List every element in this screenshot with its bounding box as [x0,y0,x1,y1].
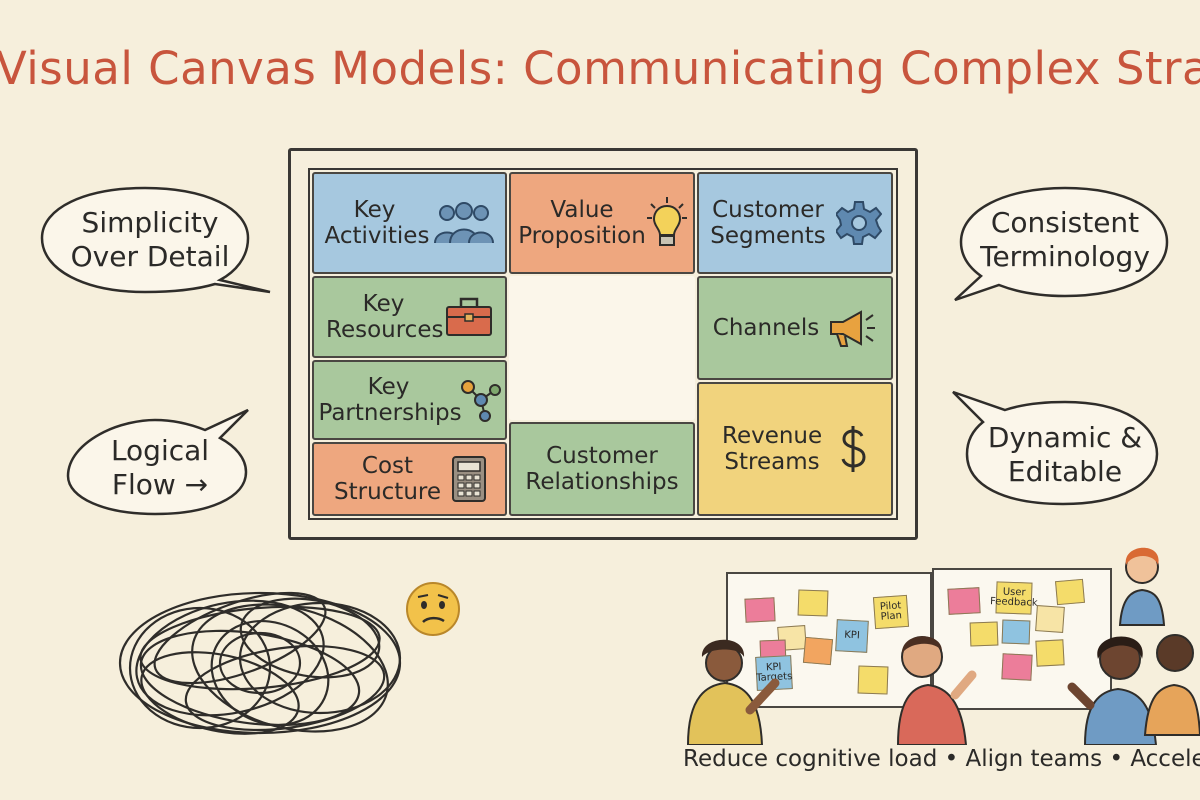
speech-bubble-shape [40,186,271,294]
person-middle [896,636,977,746]
bubble-dynamic-text: Dynamic & Editable [987,421,1143,488]
speech-bubble-shape [952,390,1159,506]
bubble-consistent: Consistent Terminology [945,180,1175,305]
cell-channels: Channels [697,276,893,380]
speech-bubble-shape [954,186,1169,302]
cell-value-proposition-label: Value Proposition [518,196,646,249]
person-top-right [1118,547,1166,626]
scribble-icon [110,578,420,748]
cell-key-activities-label: Key Activities [324,196,430,249]
cell-center-empty [509,276,695,420]
calculator-icon [451,455,487,503]
person-left [686,639,780,746]
canvas-board-grid [308,168,898,520]
cell-cost-structure-label: Cost Structure [334,452,441,505]
bubble-simplicity-text: Simplicity Over Detail [70,206,230,273]
cell-key-partnerships: Key Partnerships [312,360,507,440]
cell-customer-segments: Customer Segments [697,172,893,274]
cell-key-resources-label: Key Resources [326,290,444,343]
cell-customer-relationships-label: Customer Relationships [525,442,679,495]
megaphone-icon [827,306,877,350]
cell-key-resources: Key Resources [312,276,507,358]
cell-revenue-streams: Revenue Streams [697,382,893,516]
cell-revenue-streams-label: Revenue Streams [722,422,823,475]
people-illustration [680,535,1200,746]
tagline: Reduce cognitive load • Align teams • Ac… [683,746,1200,772]
bubble-simplicity: Simplicity Over Detail [30,180,271,300]
dollar-icon [840,424,868,474]
cell-customer-relationships: Customer Relationships [509,422,695,516]
bubble-consistent-text: Consistent Terminology [980,206,1150,273]
cell-key-partnerships-label: Key Partnerships [318,373,462,426]
bubble-logical: Logical Flow → [60,400,260,520]
bubble-logical-text: Logical Flow → [110,434,210,501]
bubble-dynamic: Dynamic & Editable [945,388,1165,513]
cell-value-proposition: Value Proposition [509,172,695,274]
gear-icon [836,200,882,246]
people-icon [433,201,495,245]
cell-cost-structure: Cost Structure [312,442,507,516]
cell-key-activities: Key Activities [312,172,507,274]
lightbulb-icon [647,196,687,250]
confused-face-icon [404,580,462,638]
network-icon [459,378,501,422]
cell-customer-segments-label: Customer Segments [710,196,826,249]
cell-channels-label: Channels [712,314,820,341]
person-right-front [1067,636,1158,746]
person-far-right [1143,634,1200,736]
toolbox-icon [445,297,493,337]
page-title: Visual Canvas Models: Communicating Comp… [0,42,1200,95]
speech-bubble-shape [66,408,249,516]
canvas-board-frame [288,148,918,540]
